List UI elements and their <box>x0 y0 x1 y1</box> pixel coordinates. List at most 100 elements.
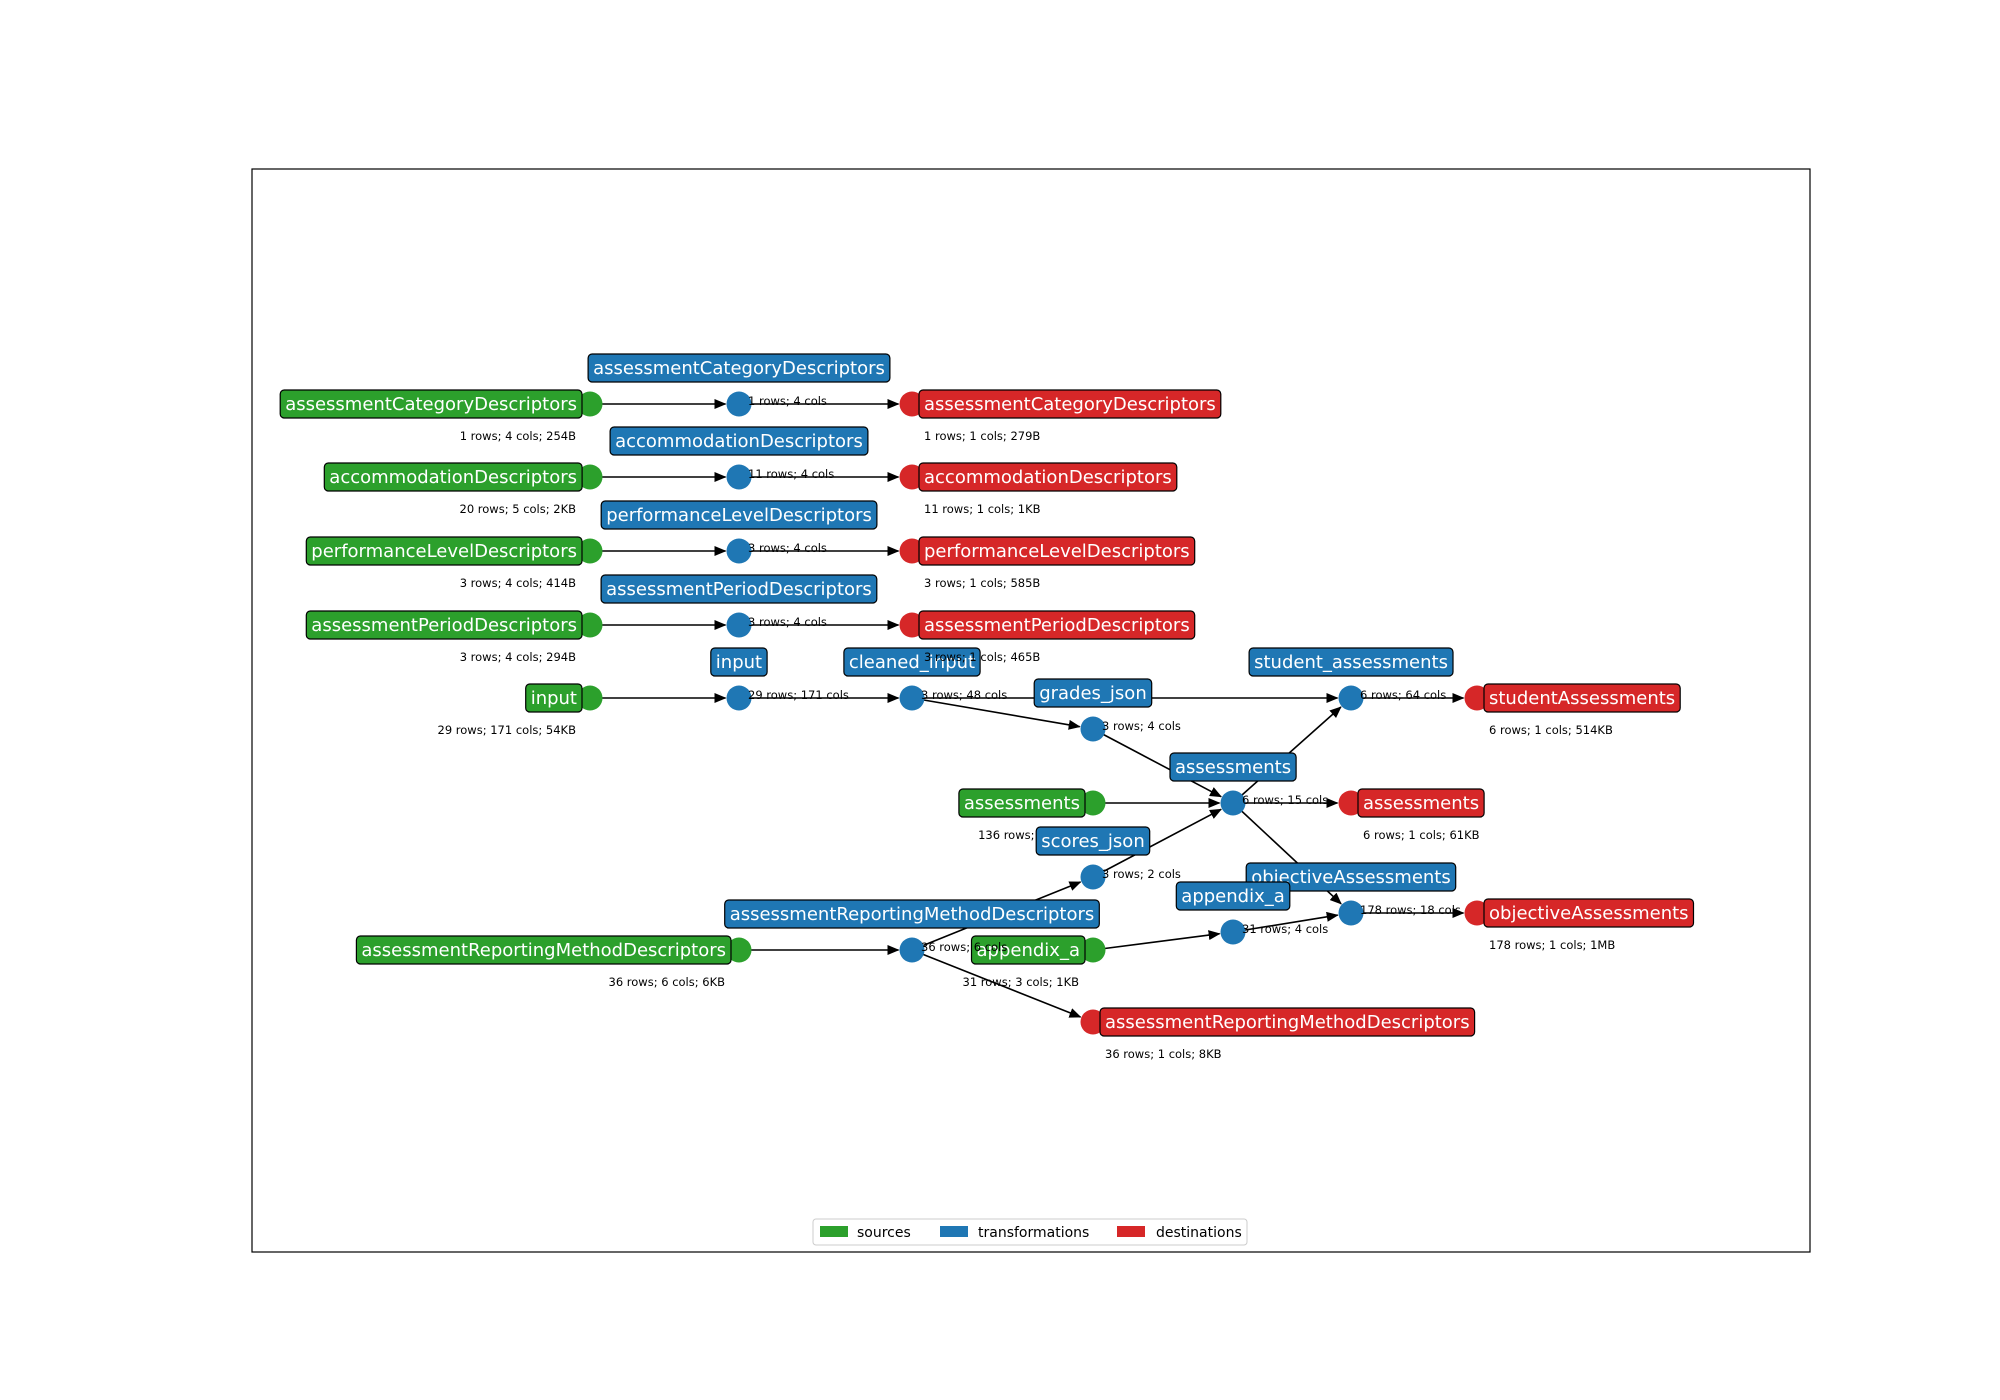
transformation-node-t_oa[interactable] <box>1338 900 1364 926</box>
transformation-node-t_apd[interactable] <box>726 612 752 638</box>
source-node-s_acc[interactable] <box>577 464 603 490</box>
destination-label-d_oa: objectiveAssessments <box>1483 898 1695 928</box>
transformation-label-text: assessmentPeriodDescriptors <box>606 579 872 600</box>
source-stats-s_apd: 3 rows; 4 cols; 294B <box>460 650 576 664</box>
transformation-label-box <box>600 574 878 604</box>
transformation-label-box <box>1175 881 1291 911</box>
plot-frame <box>251 168 1811 1253</box>
legend: sources transformations destinations <box>812 1218 1248 1246</box>
legend-swatch-sources <box>820 1226 848 1237</box>
source-label-box <box>323 462 583 492</box>
source-node-s_acd[interactable] <box>577 391 603 417</box>
source-stats-s_acd: 1 rows; 4 cols; 254B <box>460 429 576 443</box>
destination-node-d_acd[interactable] <box>899 391 925 417</box>
source-node-s_pld[interactable] <box>577 538 603 564</box>
destination-node-d_pld[interactable] <box>899 538 925 564</box>
destination-label-text: objectiveAssessments <box>1489 903 1689 924</box>
transformation-label-text: appendix_a <box>1181 886 1284 907</box>
nodes-layer <box>577 391 1490 1035</box>
destination-node-d_as[interactable] <box>1338 790 1364 816</box>
transformation-stats-t_as: 6 rows; 15 cols <box>1242 793 1328 807</box>
transformation-node-t_acd[interactable] <box>726 391 752 417</box>
transformation-stats-t_oa: 178 rows; 18 cols <box>1360 903 1461 917</box>
transformation-label-box <box>710 647 768 677</box>
transformation-stats-t_ci: 3 rows; 48 cols <box>921 688 1007 702</box>
edge-t_app-to-t_oa <box>1232 911 1339 933</box>
destination-label-text: assessmentPeriodDescriptors <box>924 615 1190 636</box>
destination-label-box <box>1099 1007 1476 1037</box>
transformation-stats-t_in: 29 rows; 171 cols <box>748 688 849 702</box>
transformation-node-t_in[interactable] <box>726 685 752 711</box>
source-label-s_pld: performanceLevelDescriptors <box>305 536 583 566</box>
transformation-label-t_apd: assessmentPeriodDescriptors <box>600 574 878 604</box>
source-label-s_in: input <box>525 683 583 713</box>
destination-node-d_oa[interactable] <box>1464 900 1490 926</box>
edge-t_gj-to-t_as <box>1092 728 1222 798</box>
destination-label-box <box>918 610 1196 640</box>
destination-node-d_sa[interactable] <box>1464 685 1490 711</box>
transformation-label-t_arm: assessmentReportingMethodDescriptors <box>724 899 1100 929</box>
source-label-s_as: assessments <box>958 788 1086 818</box>
source-label-text: appendix_a <box>977 940 1080 961</box>
destination-label-d_arm: assessmentReportingMethodDescriptors <box>1099 1007 1476 1037</box>
destination-node-d_apd[interactable] <box>899 612 925 638</box>
source-label-text: performanceLevelDescriptors <box>311 541 577 562</box>
transformation-label-box <box>609 426 869 456</box>
edge-t_sj-to-t_as <box>1092 808 1222 878</box>
transformation-label-t_acc: accommodationDescriptors <box>609 426 869 456</box>
transformation-node-t_acc[interactable] <box>726 464 752 490</box>
transformation-label-text: assessmentReportingMethodDescriptors <box>730 904 1095 925</box>
source-label-box <box>355 935 732 965</box>
legend-box <box>812 1218 1248 1246</box>
transformation-node-t_ci[interactable] <box>899 685 925 711</box>
destination-node-d_acc[interactable] <box>899 464 925 490</box>
destination-label-box <box>1357 788 1485 818</box>
destination-label-box <box>1483 683 1681 713</box>
labels-layer: assessmentCategoryDescriptors 1 rows; 4 c… <box>279 353 1695 1061</box>
source-node-s_app[interactable] <box>1080 937 1106 963</box>
edge-t_ci-to-t_gj <box>911 697 1081 730</box>
transformation-label-box <box>843 647 981 677</box>
transformation-stats-t_app: 31 rows; 4 cols <box>1242 922 1328 936</box>
source-label-s_apd: assessmentPeriodDescriptors <box>305 610 583 640</box>
source-label-text: assessments <box>964 793 1080 814</box>
legend-swatch-destinations <box>1117 1226 1145 1237</box>
transformation-node-t_as[interactable] <box>1220 790 1246 816</box>
source-node-s_as[interactable] <box>1080 790 1106 816</box>
transformation-node-t_sa[interactable] <box>1338 685 1364 711</box>
source-label-text: assessmentCategoryDescriptors <box>285 394 577 415</box>
transformation-node-t_arm[interactable] <box>899 937 925 963</box>
source-node-s_in[interactable] <box>577 685 603 711</box>
destination-label-text: assessments <box>1363 793 1479 814</box>
destination-stats-d_oa: 178 rows; 1 cols; 1MB <box>1489 938 1615 952</box>
transformation-label-box <box>1035 826 1151 856</box>
transformation-node-t_pld[interactable] <box>726 538 752 564</box>
edge-t_arm-to-d_arm <box>911 949 1082 1018</box>
destination-stats-d_acc: 11 rows; 1 cols; 1KB <box>924 502 1041 516</box>
source-stats-s_arm: 36 rows; 6 cols; 6KB <box>609 975 726 989</box>
destination-label-d_acc: accommodationDescriptors <box>918 462 1178 492</box>
source-label-box <box>305 536 583 566</box>
transformation-label-t_as: assessments <box>1169 752 1297 782</box>
source-node-s_apd[interactable] <box>577 612 603 638</box>
destination-label-text: assessmentCategoryDescriptors <box>924 394 1216 415</box>
transformation-label-t_ci: cleaned_input <box>843 647 981 677</box>
transformation-stats-t_acd: 1 rows; 4 cols <box>748 394 827 408</box>
transformation-label-text: scores_json <box>1041 831 1145 852</box>
destination-label-box <box>918 462 1178 492</box>
source-stats-s_pld: 3 rows; 4 cols; 414B <box>460 576 576 590</box>
destination-label-d_pld: performanceLevelDescriptors <box>918 536 1196 566</box>
legend-swatch-transformations <box>940 1226 968 1237</box>
transformation-label-box <box>1245 862 1457 892</box>
source-node-s_arm[interactable] <box>726 937 752 963</box>
destination-label-box <box>918 536 1196 566</box>
transformation-node-t_app[interactable] <box>1220 919 1246 945</box>
source-label-box <box>525 683 583 713</box>
transformation-node-t_gj[interactable] <box>1080 716 1106 742</box>
destination-stats-d_acd: 1 rows; 1 cols; 279B <box>924 429 1040 443</box>
destination-label-d_as: assessments <box>1357 788 1485 818</box>
transformation-label-box <box>1033 678 1153 708</box>
transformation-node-t_sj[interactable] <box>1080 864 1106 890</box>
destination-node-d_arm[interactable] <box>1080 1009 1106 1035</box>
